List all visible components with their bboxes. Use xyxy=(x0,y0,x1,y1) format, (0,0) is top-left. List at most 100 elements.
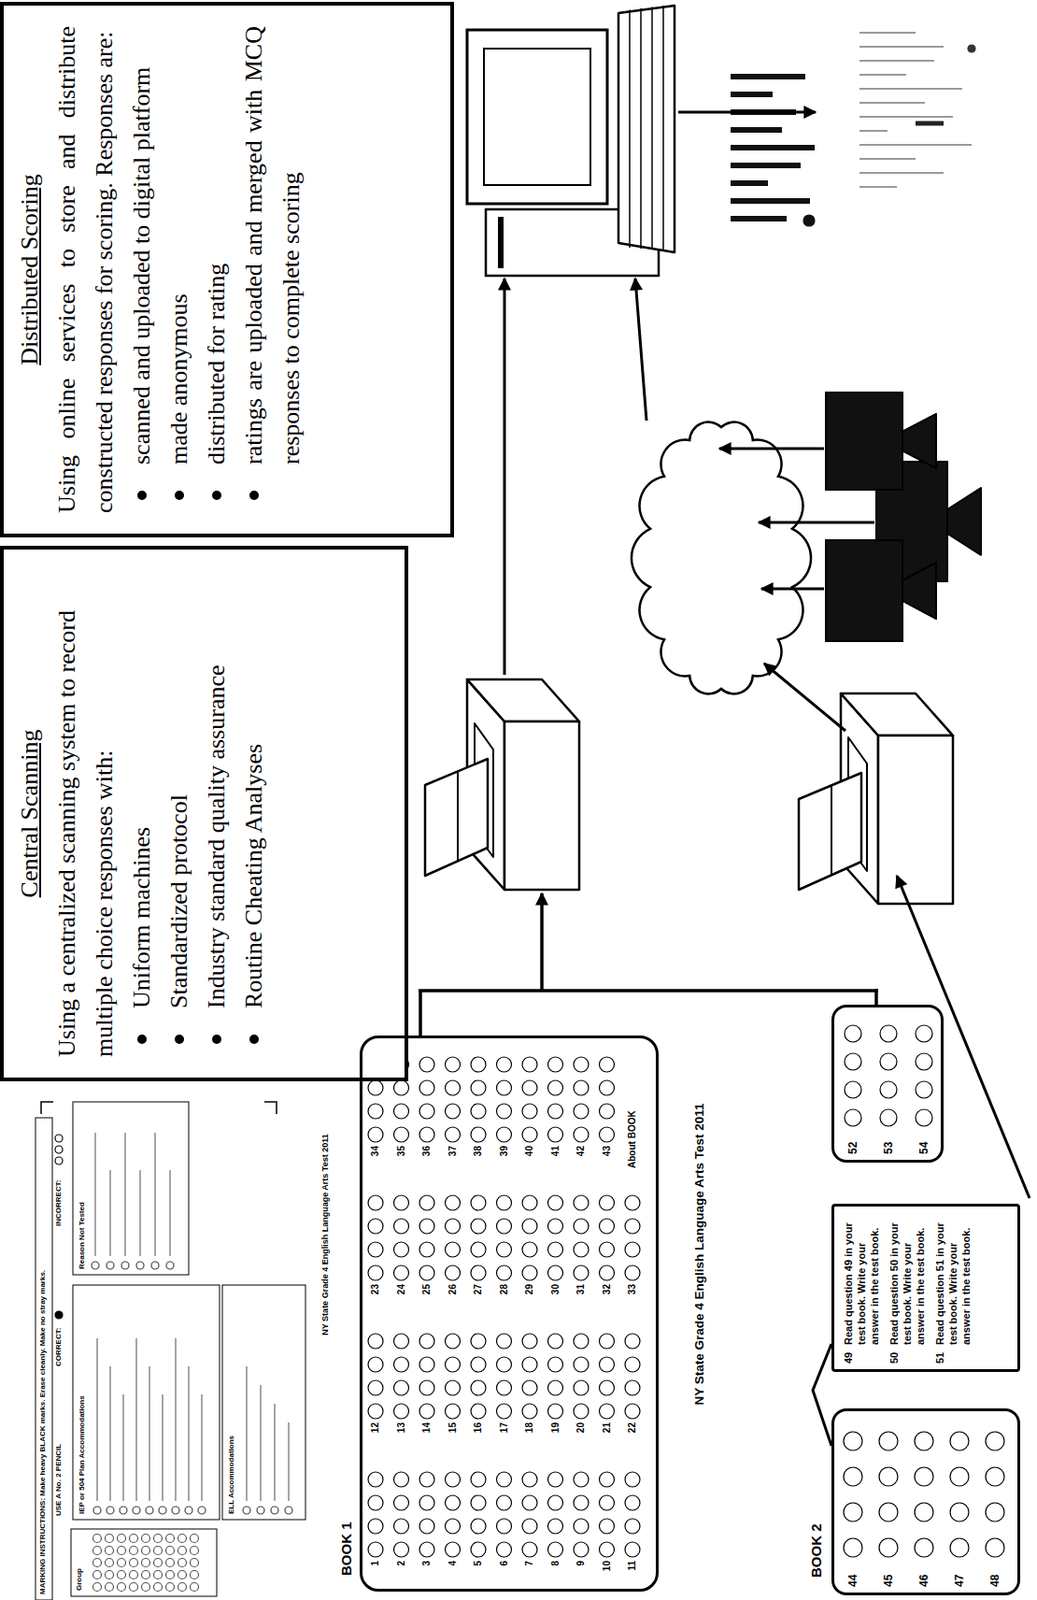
group-bubble xyxy=(105,1558,114,1567)
question-number: 5 xyxy=(471,1560,485,1587)
option-line xyxy=(273,1403,276,1501)
answer-bubble xyxy=(470,1218,486,1234)
answer-bubble xyxy=(599,1264,615,1280)
group-bubble xyxy=(129,1558,139,1567)
answer-bubble xyxy=(573,1471,589,1487)
answer-bubble xyxy=(548,1403,564,1419)
answer-bubble xyxy=(522,1356,538,1372)
answer-bubble xyxy=(419,1471,435,1487)
answer-bubble xyxy=(419,1264,435,1280)
question-number: 26 xyxy=(446,1283,460,1310)
answer-bubble xyxy=(470,1494,486,1510)
report-line xyxy=(859,59,935,62)
answer-bubble xyxy=(599,1541,615,1557)
question-prompt: Read question 50 in your test book. Writ… xyxy=(887,1211,927,1345)
answer-bubble xyxy=(548,1194,564,1210)
ell-box xyxy=(222,1284,306,1520)
sheet-label: INCORRECT: xyxy=(54,1179,64,1226)
rating-arrow xyxy=(635,278,647,421)
group-bubble xyxy=(129,1582,139,1592)
keyboard-row xyxy=(639,8,642,249)
group-bubble xyxy=(117,1546,127,1555)
answer-bubble xyxy=(843,1502,863,1521)
answer-bubble xyxy=(599,1494,615,1510)
answer-bubble xyxy=(445,1241,461,1257)
group-bubble xyxy=(190,1558,199,1567)
question-number: 6 xyxy=(497,1560,512,1587)
answer-bubble xyxy=(445,1194,461,1210)
answer-bubble xyxy=(914,1502,934,1521)
incorrect-mark xyxy=(55,1134,63,1142)
answer-bubble xyxy=(470,1403,486,1419)
scan-arrow xyxy=(503,278,507,675)
answer-bubble xyxy=(445,1471,461,1487)
answer-bubble xyxy=(985,1537,1005,1557)
question-number: 24 xyxy=(395,1283,409,1310)
group-bubble xyxy=(178,1534,187,1543)
answer-bubble xyxy=(599,1079,615,1095)
group-bubble xyxy=(178,1546,187,1555)
answer-bubble xyxy=(880,1052,897,1070)
answer-bubble xyxy=(548,1079,564,1095)
question-number: 44 xyxy=(845,1574,861,1587)
bullet-dot xyxy=(249,490,259,500)
answer-bubble xyxy=(573,1379,589,1395)
question-number: 38 xyxy=(471,1145,485,1172)
answer-bubble xyxy=(368,1194,384,1210)
answer-bubble xyxy=(394,1264,410,1280)
answer-bubble xyxy=(915,1024,933,1042)
question-number: 13 xyxy=(395,1421,409,1449)
option-bubble xyxy=(106,1505,114,1514)
question-prompt: Read question 51 in your test book. Writ… xyxy=(933,1211,973,1345)
group-bubble xyxy=(93,1534,102,1543)
question-number: 17 xyxy=(497,1421,512,1449)
answer-bubble xyxy=(419,1241,435,1257)
keyboard-row xyxy=(628,10,631,249)
option-line xyxy=(109,1169,112,1256)
bullet-text: Standardized protocol xyxy=(160,569,199,1009)
option-line xyxy=(161,1393,164,1501)
answer-bubble xyxy=(573,1056,589,1072)
answer-bubble xyxy=(548,1218,564,1234)
answer-bubble xyxy=(394,1541,410,1557)
answer-bubble xyxy=(394,1218,410,1234)
question-number: 28 xyxy=(497,1283,512,1310)
question-number: 41 xyxy=(549,1145,563,1172)
option-bubble xyxy=(184,1505,193,1514)
answer-bubble xyxy=(548,1264,564,1280)
group-bubble xyxy=(93,1570,102,1579)
answer-bubble xyxy=(879,1466,898,1486)
answer-bubble xyxy=(625,1356,640,1372)
answer-bubble xyxy=(548,1103,564,1119)
answer-bubble xyxy=(445,1494,461,1510)
group-bubble xyxy=(142,1582,151,1592)
answer-bubble xyxy=(445,1403,461,1419)
option-bubble xyxy=(270,1505,279,1514)
report-line xyxy=(859,87,963,90)
option-bubble xyxy=(158,1505,167,1514)
answer-bubble xyxy=(599,1056,615,1072)
question-number: 10 xyxy=(600,1560,614,1587)
paper-fold xyxy=(830,784,833,876)
group-bubble xyxy=(105,1534,114,1543)
answer-bubble xyxy=(914,1537,934,1557)
answer-bubble xyxy=(599,1103,615,1119)
question-number: 15 xyxy=(446,1421,460,1449)
sheet-label: CORRECT: xyxy=(54,1327,64,1366)
group-bubble xyxy=(190,1534,199,1543)
group-bubble xyxy=(93,1558,102,1567)
answer-bubble xyxy=(844,1024,862,1042)
answer-bubble xyxy=(419,1333,435,1349)
test-title: NY State Grade 4 English Language Arts T… xyxy=(319,1122,331,1347)
question-number: 47 xyxy=(951,1574,967,1587)
report-bar xyxy=(730,73,806,80)
bullet-text: ratings are uploaded and merged with MCQ… xyxy=(235,26,311,465)
question-number: 49 xyxy=(841,1344,855,1364)
scanner-front xyxy=(504,721,580,890)
answer-bubble xyxy=(368,1518,384,1534)
answer-bubble xyxy=(445,1103,461,1119)
group-bubble xyxy=(154,1534,163,1543)
answer-bubble xyxy=(470,1194,486,1210)
group-bubble xyxy=(93,1582,102,1592)
answer-bubble xyxy=(368,1403,384,1419)
